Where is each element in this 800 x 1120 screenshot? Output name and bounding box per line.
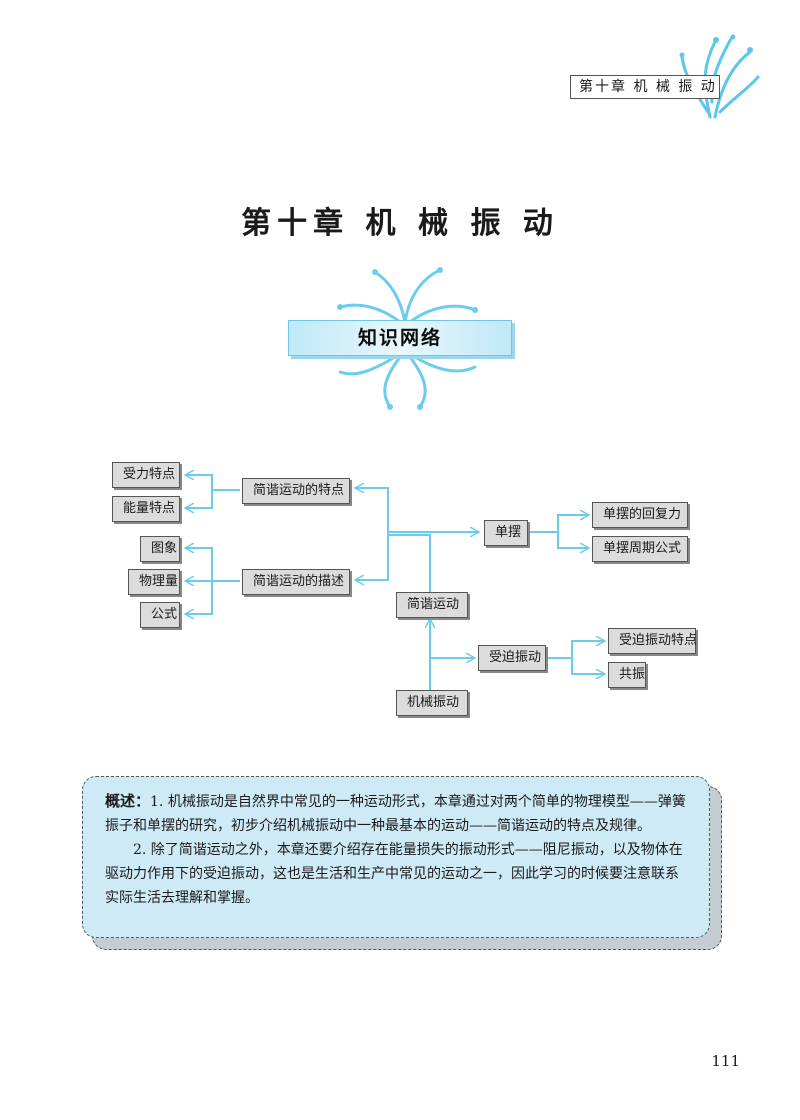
node-force-features: 受力特点	[112, 462, 180, 488]
node-energy-features: 能量特点	[112, 496, 180, 522]
summary-box: 概述：1. 机械振动是自然界中常见的一种运动形式，本章通过对两个简单的物理模型—…	[82, 776, 710, 938]
page-number: 111	[711, 1052, 740, 1070]
node-pendulum-period-formula: 单摆周期公式	[592, 536, 688, 562]
node-mechanical-vibration: 机械振动	[396, 690, 468, 716]
node-resonance: 共振	[608, 662, 646, 688]
node-pendulum-restoring-force: 单摆的回复力	[592, 502, 688, 528]
summary-paragraph-2: 2. 除了简谐运动之外，本章还要介绍存在能量损失的振动形式——阻尼振动，以及物体…	[105, 842, 683, 906]
node-pendulum: 单摆	[484, 520, 528, 546]
summary-paragraph-1: 概述：1. 机械振动是自然界中常见的一种运动形式，本章通过对两个简单的物理模型—…	[105, 792, 686, 834]
knowledge-network-banner: 知识网络	[288, 320, 512, 356]
node-forced-vibration: 受迫振动	[478, 645, 546, 671]
summary-label: 概述：	[105, 792, 151, 810]
knowledge-diagram: 受力特点 能量特点 简谐运动的特点 图象 物理量 公式 简谐运动的描述 简谐运动…	[0, 440, 800, 740]
chapter-title: 第十章 机 械 振 动	[241, 206, 559, 241]
node-image: 图象	[140, 536, 180, 562]
node-formula: 公式	[140, 602, 180, 628]
diagram-connectors	[0, 440, 800, 690]
node-shm-features: 简谐运动的特点	[242, 478, 350, 504]
node-forced-vibration-features: 受迫振动特点	[608, 628, 697, 654]
node-physical-quantity: 物理量	[128, 569, 180, 595]
node-shm: 简谐运动	[396, 592, 468, 618]
banner-splash-ornament	[337, 267, 478, 410]
running-header: 第十章 机 械 振 动	[570, 75, 720, 99]
node-shm-description: 简谐运动的描述	[242, 569, 350, 595]
